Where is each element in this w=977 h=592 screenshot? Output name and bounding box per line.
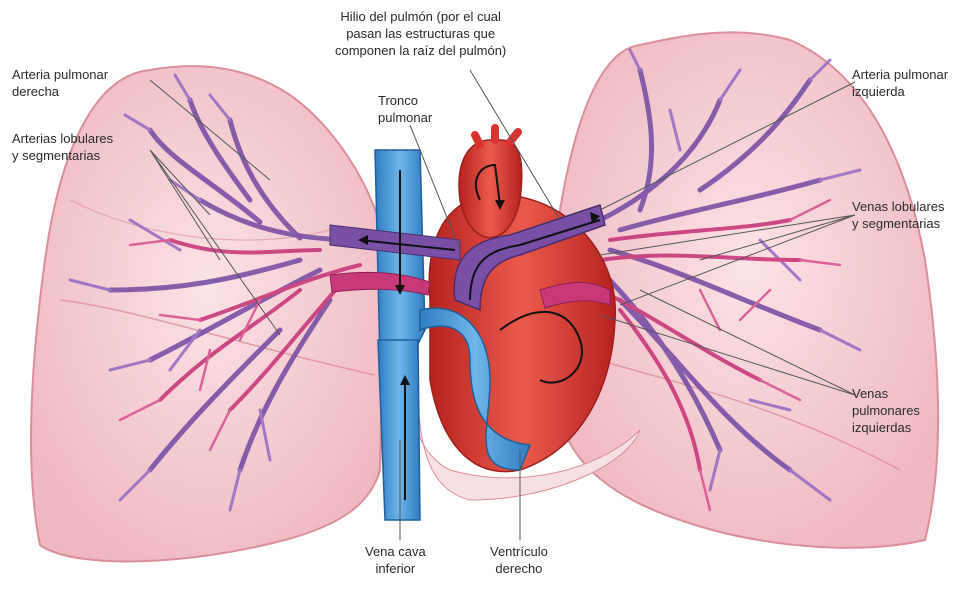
label-arteria-izquierda-line-1: Arteria pulmonar	[852, 66, 948, 83]
label-venas-pulmonares-line-3: izquierdas	[852, 419, 920, 436]
label-arteria-pulmonar-izquierda: Arteria pulmonar izquierda	[852, 66, 948, 100]
label-vena-cava-line-1: Vena cava	[365, 543, 426, 560]
label-venas-pulmonares-line-1: Venas	[852, 385, 920, 402]
label-arteria-pulmonar-derecha: Arteria pulmonar derecha	[12, 66, 108, 100]
label-hilio: Hilio del pulmón (por el cual pasan las …	[335, 8, 506, 59]
label-tronco-line-1: Tronco	[378, 92, 432, 109]
label-vena-cava-inferior: Vena cava inferior	[365, 543, 426, 577]
label-arteria-derecha-line-2: derecha	[12, 83, 108, 100]
aortic-branches	[475, 128, 518, 145]
label-venas-pulmonares-izquierdas: Venas pulmonares izquierdas	[852, 385, 920, 436]
label-venas-lobulares-line-2: y segmentarias	[852, 215, 945, 232]
label-arteria-izquierda-line-2: izquierda	[852, 83, 948, 100]
label-venas-lobulares: Venas lobulares y segmentarias	[852, 198, 945, 232]
label-arterias-lobulares-line-1: Arterias lobulares	[12, 130, 113, 147]
label-arteria-derecha-line-1: Arteria pulmonar	[12, 66, 108, 83]
label-vena-cava-line-2: inferior	[365, 560, 426, 577]
label-arterias-lobulares-line-2: y segmentarias	[12, 147, 113, 164]
label-ventriculo-derecho: Ventrículo derecho	[490, 543, 548, 577]
label-arterias-lobulares: Arterias lobulares y segmentarias	[12, 130, 113, 164]
label-hilio-line-2: pasan las estructuras que	[335, 25, 506, 42]
label-tronco-line-2: pulmonar	[378, 109, 432, 126]
label-venas-lobulares-line-1: Venas lobulares	[852, 198, 945, 215]
label-hilio-line-1: Hilio del pulmón (por el cual	[335, 8, 506, 25]
inferior-vena-cava	[378, 340, 420, 520]
aorta	[459, 140, 522, 238]
label-ventriculo-line-2: derecho	[490, 560, 548, 577]
label-ventriculo-line-1: Ventrículo	[490, 543, 548, 560]
label-hilio-line-3: componen la raíz del pulmón)	[335, 42, 506, 59]
label-tronco-pulmonar: Tronco pulmonar	[378, 92, 432, 126]
label-venas-pulmonares-line-2: pulmonares	[852, 402, 920, 419]
